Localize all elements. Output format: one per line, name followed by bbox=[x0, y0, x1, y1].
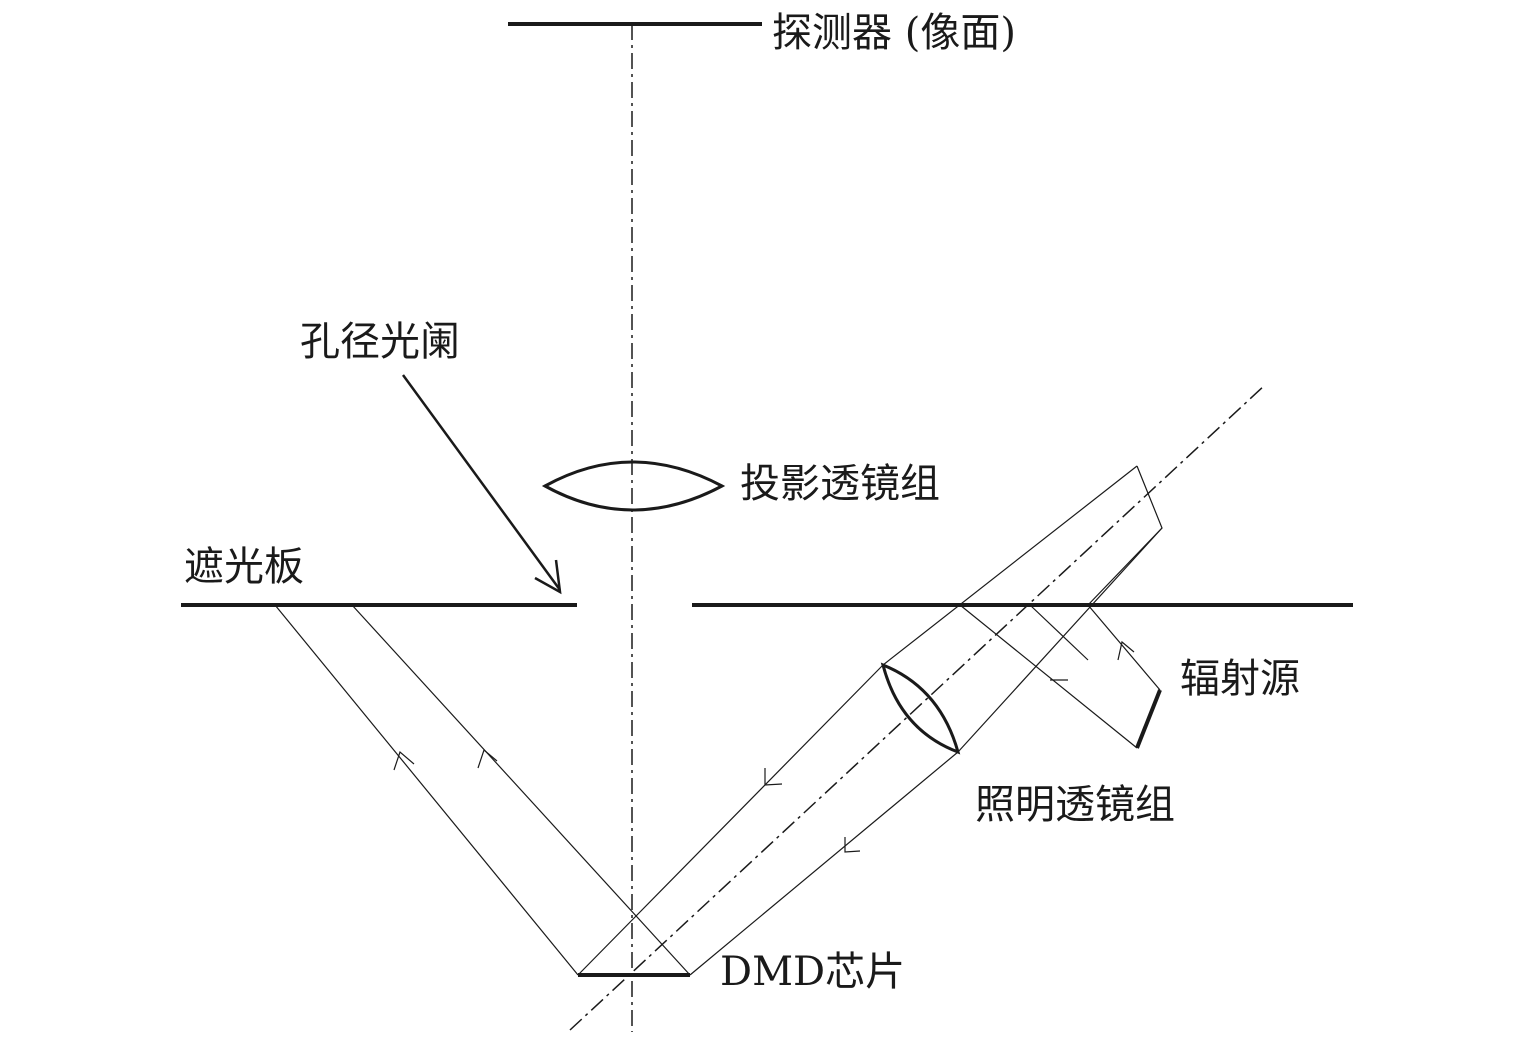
detector-label: 探测器 (像面) bbox=[772, 10, 1016, 56]
illumination-ray-left-arrow bbox=[764, 768, 783, 786]
aperture-stop-label: 孔径光阑 bbox=[300, 319, 460, 365]
illumination-lens bbox=[880, 662, 961, 755]
radiation-source bbox=[1135, 689, 1162, 749]
reflected-ray-outer bbox=[274, 604, 579, 976]
illumination-ray-left-upper bbox=[882, 465, 1138, 666]
aperture-stop-pointer bbox=[401, 374, 562, 591]
reflected-ray-outer-arrow bbox=[393, 750, 415, 771]
reflected-ray-inner-arrow bbox=[477, 748, 498, 769]
radiation-source-label: 辐射源 bbox=[1180, 656, 1300, 702]
source-ray-lower bbox=[1087, 604, 1161, 691]
illumination-ray-right-upper bbox=[957, 527, 1163, 753]
illumination-ray-left-lower bbox=[577, 664, 884, 976]
projection-lens bbox=[541, 460, 726, 512]
illumination-lens-label: 照明透镜组 bbox=[975, 782, 1175, 828]
source-ray-mid bbox=[1029, 604, 1089, 661]
source-ray-arrow bbox=[1117, 640, 1135, 661]
source-ray-upper bbox=[959, 604, 1138, 749]
beam-mask-outline bbox=[1087, 465, 1163, 606]
dmd-chip-label: DMD芯片 bbox=[720, 949, 905, 995]
projection-lens-label: 投影透镜组 bbox=[740, 461, 940, 507]
light-shield-label: 遮光板 bbox=[184, 544, 304, 590]
illumination-optical-axis bbox=[569, 384, 1266, 1031]
illumination-ray-right-lower bbox=[689, 751, 959, 976]
aperture-stop-pointer-arrowhead bbox=[534, 559, 562, 595]
illumination-ray-right-arrow bbox=[844, 837, 861, 853]
reflected-ray-inner bbox=[351, 604, 691, 976]
